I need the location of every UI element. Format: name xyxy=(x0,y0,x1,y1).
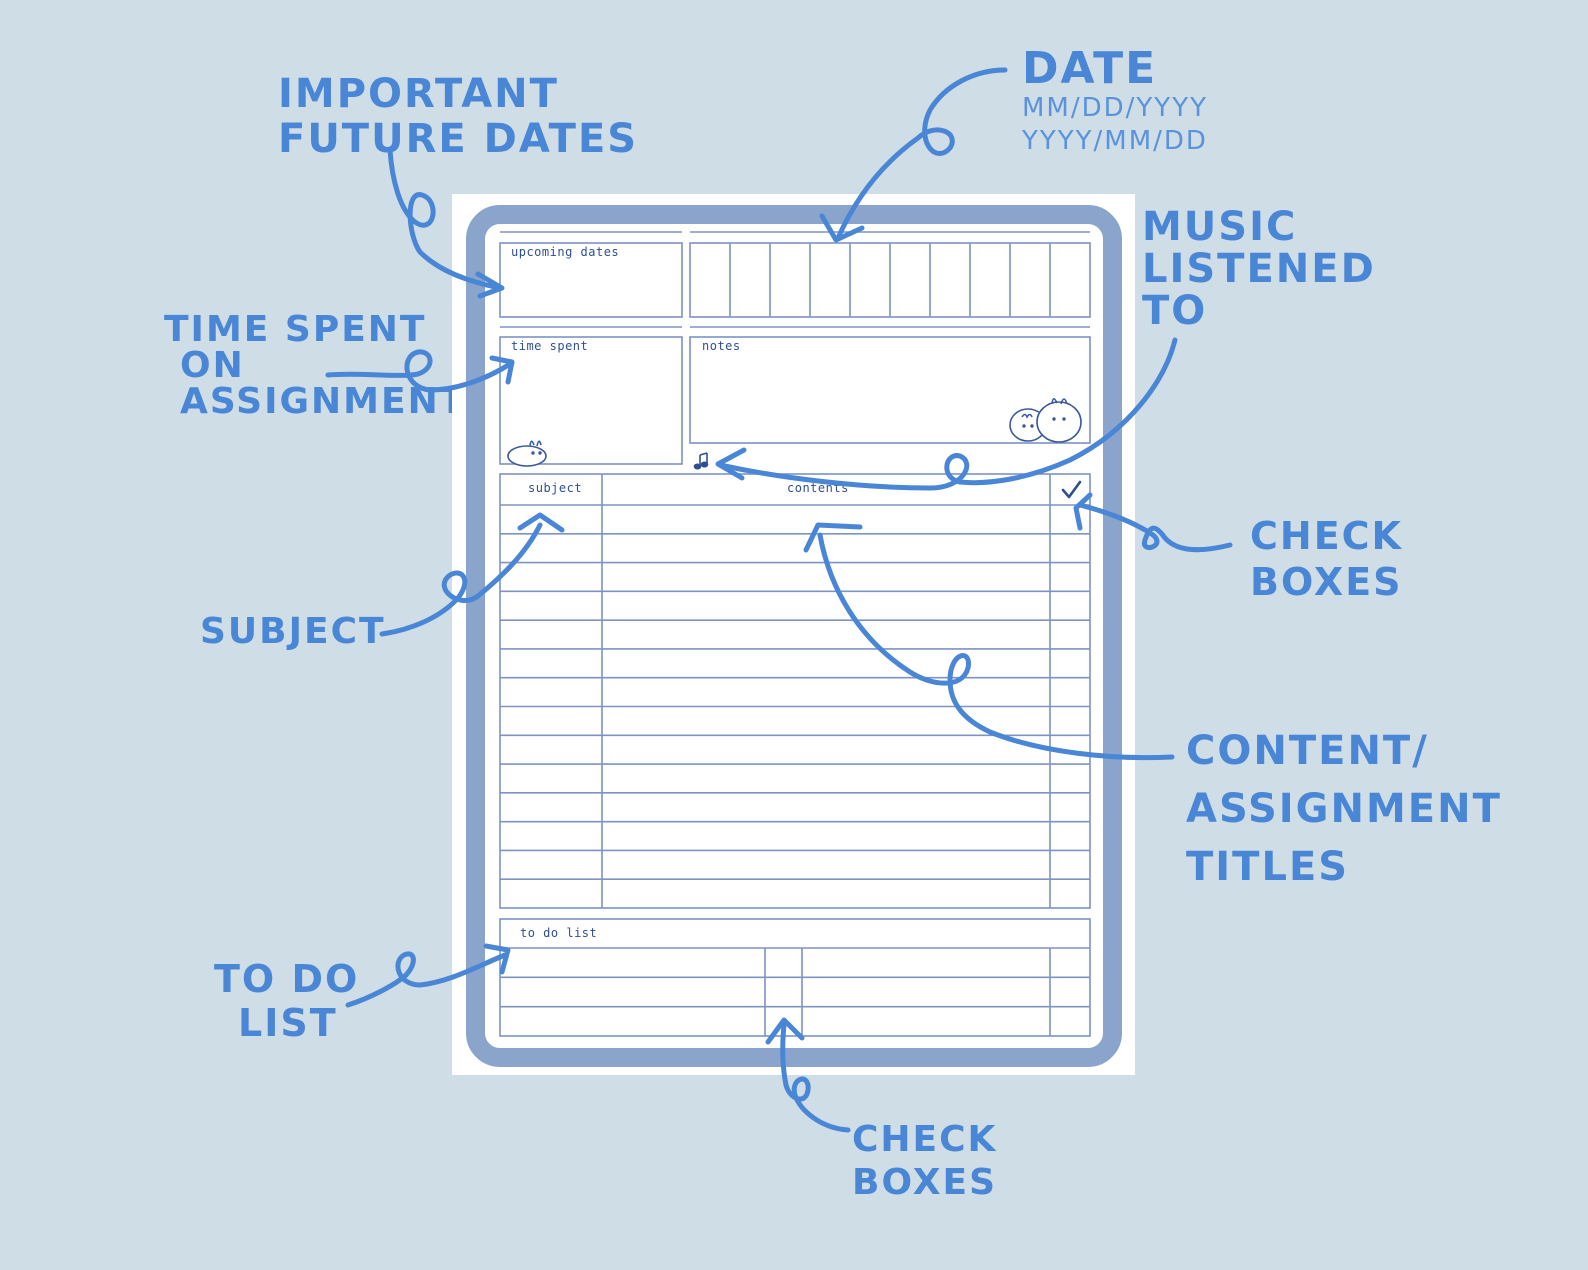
annotation-line: LIST xyxy=(238,1000,338,1045)
notes-label: notes xyxy=(702,339,741,353)
annotation-line: ASSIGNMENT xyxy=(1186,786,1502,832)
annotation-line: TO xyxy=(1142,288,1208,334)
annotation-line: LISTENED xyxy=(1142,246,1376,292)
upcoming-dates-label: upcoming dates xyxy=(511,245,620,259)
planner-frame xyxy=(466,205,1122,1067)
annotation-content-titles: CONTENT/ ASSIGNMENT TITLES xyxy=(1186,722,1502,896)
annotation-line: BOXES xyxy=(1250,559,1403,604)
annotation-line: MUSIC xyxy=(1142,204,1298,250)
annotation-date-formats: MM/DD/YYYY YYYY/MM/DD xyxy=(1022,92,1208,157)
annotation-line: CHECK xyxy=(1250,514,1403,558)
arrow-head xyxy=(475,271,505,299)
annotation-line: IMPORTANT xyxy=(278,71,559,117)
arrow-head xyxy=(483,943,511,975)
annotation-music-listened-to: MUSIC LISTENED TO xyxy=(1142,206,1376,332)
arrow-time-spent xyxy=(325,349,513,393)
annotation-line: SUBJECT xyxy=(200,611,386,652)
arrow-subject xyxy=(379,522,543,637)
annotation-line: FUTURE DATES xyxy=(278,115,639,162)
upcoming-dates-box xyxy=(499,242,683,318)
annotation-to-do-list: TO DO LIST xyxy=(214,957,360,1045)
annotation-line: ON xyxy=(180,345,245,386)
arrow-content xyxy=(817,532,1175,761)
arrow-todo xyxy=(345,951,508,1008)
arrow-head xyxy=(765,1017,805,1045)
time-spent-box xyxy=(499,336,683,465)
annotation-line: DATE xyxy=(1022,43,1158,94)
annotation-check-boxes-bottom: CHECK BOXES xyxy=(852,1118,997,1204)
arrow-music xyxy=(717,337,1178,491)
annotation-subject: SUBJECT xyxy=(200,611,386,652)
bunny-doodle-small xyxy=(507,440,547,467)
annotation-check-boxes-right: CHECK BOXES xyxy=(1250,514,1403,605)
arrow-head xyxy=(517,512,565,533)
annotation-line: TIME SPENT xyxy=(164,309,427,350)
date-cells xyxy=(729,243,1051,317)
date-format-line: MM/DD/YYYY xyxy=(1022,93,1208,123)
notes-box xyxy=(689,336,1091,444)
todo-row-lines xyxy=(500,976,1090,1008)
annotation-important-future-dates: IMPORTANT FUTURE DATES xyxy=(278,72,638,162)
annotation-line: CHECK xyxy=(852,1119,998,1160)
arrow-head xyxy=(1073,492,1093,531)
annotation-line: BOXES xyxy=(852,1162,998,1204)
arrow-head xyxy=(489,355,515,385)
annotation-line: TITLES xyxy=(1186,844,1350,890)
assignments-table xyxy=(499,473,1091,909)
time-spent-label: time spent xyxy=(511,339,589,353)
annotation-line: CONTENT/ xyxy=(1186,728,1429,774)
arrow-future-dates xyxy=(387,147,503,291)
arrow-date xyxy=(835,67,1008,241)
date-format-line: YYYY/MM/DD xyxy=(1022,125,1208,156)
arrow-check-bottom xyxy=(780,1022,851,1133)
arrow-head xyxy=(819,213,865,243)
assignment-row-lines xyxy=(500,504,1090,881)
arrow-head xyxy=(715,447,747,481)
annotation-line: TO DO xyxy=(214,957,360,1001)
bunny-doodle-pair xyxy=(1009,397,1082,443)
arrow-head xyxy=(803,522,863,553)
arrow-check-right xyxy=(1077,502,1233,553)
subject-header: subject xyxy=(528,481,583,495)
todo-label: to do list xyxy=(520,926,598,940)
annotation-date: DATE xyxy=(1022,43,1158,94)
checkmark-icon xyxy=(1061,480,1082,499)
music-note-icon xyxy=(693,452,709,470)
